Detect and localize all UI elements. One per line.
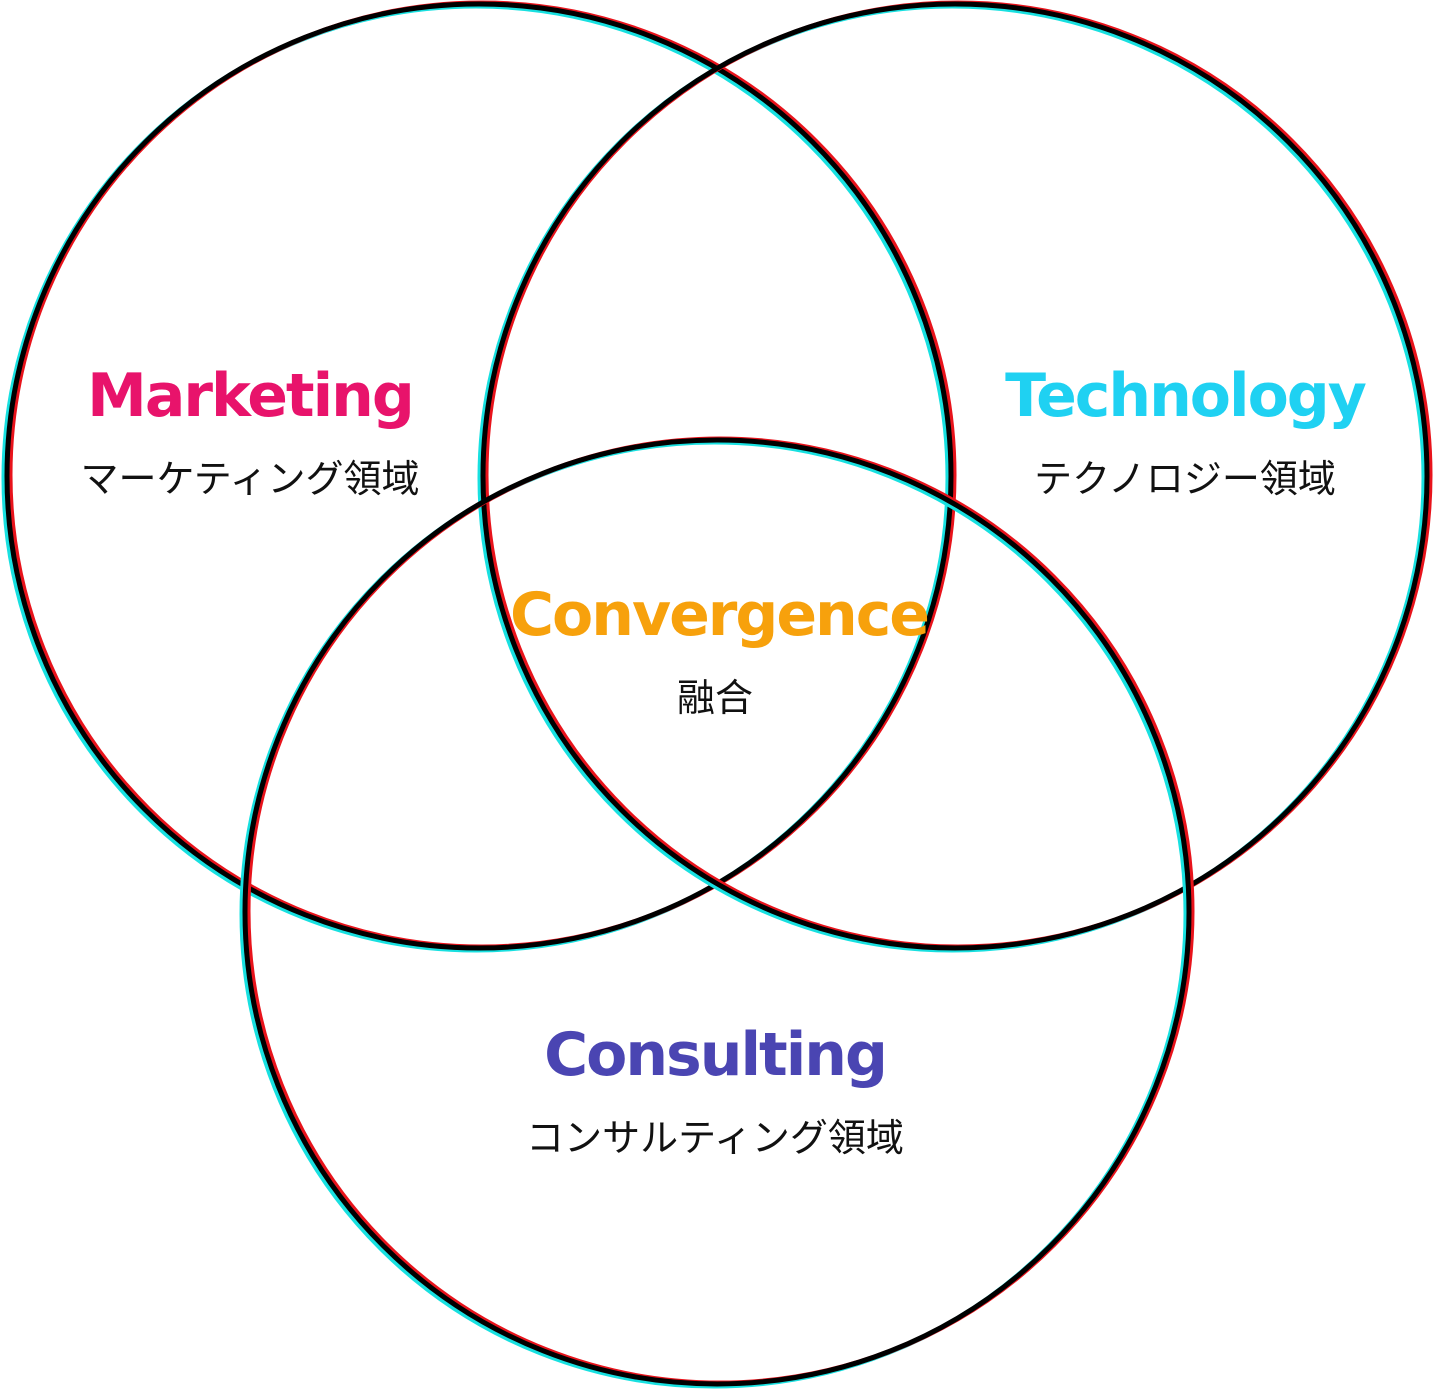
circle-consulting: [239, 436, 1195, 1389]
marketing-title: Marketing: [87, 361, 415, 431]
circle-technology: [477, 0, 1433, 953]
technology-title: Technology: [1005, 361, 1367, 431]
label-convergence: Convergence 融合: [510, 580, 930, 720]
label-technology: Technology テクノロジー領域: [1000, 366, 1370, 498]
convergence-title: Convergence: [510, 580, 930, 650]
consulting-subtitle: コンサルティング領域: [526, 1116, 904, 1160]
label-marketing: Marketing マーケティング領域: [70, 366, 430, 498]
consulting-title: Consulting: [544, 1020, 888, 1090]
label-consulting: Consulting コンサルティング領域: [500, 1025, 930, 1157]
convergence-subtitle: 融合: [676, 676, 753, 720]
marketing-subtitle: マーケティング領域: [80, 457, 420, 501]
circle-marketing: [1, 0, 957, 953]
technology-subtitle: テクノロジー領域: [1034, 457, 1336, 501]
